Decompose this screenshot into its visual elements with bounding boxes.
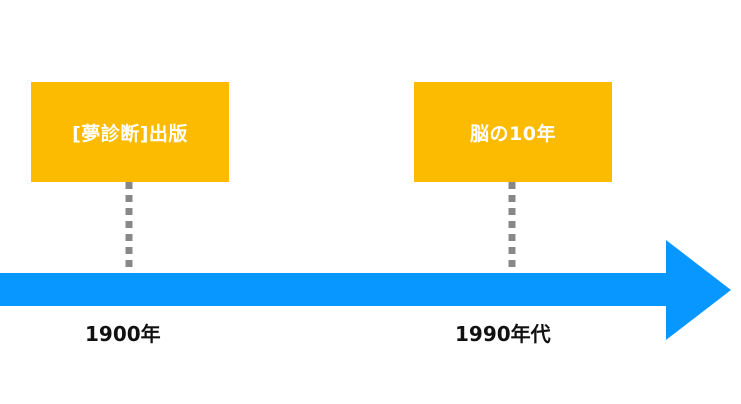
- timeline-arrow-head: [666, 240, 731, 340]
- event-title: 脳の10年: [470, 122, 556, 145]
- year-label-1900: 1900年: [85, 322, 161, 346]
- event-title: [夢診断]出版: [72, 122, 188, 145]
- event-connector-1990s: [508, 182, 516, 272]
- year-label-1990s: 1990年代: [455, 322, 551, 346]
- event-connector-1900: [125, 182, 133, 272]
- event-box-dream-interpretation: [夢診断]出版: [31, 82, 229, 182]
- timeline-arrow: [0, 240, 731, 340]
- timeline-arrow-shaft: [0, 273, 668, 306]
- event-box-decade-of-brain: 脳の10年: [414, 82, 612, 182]
